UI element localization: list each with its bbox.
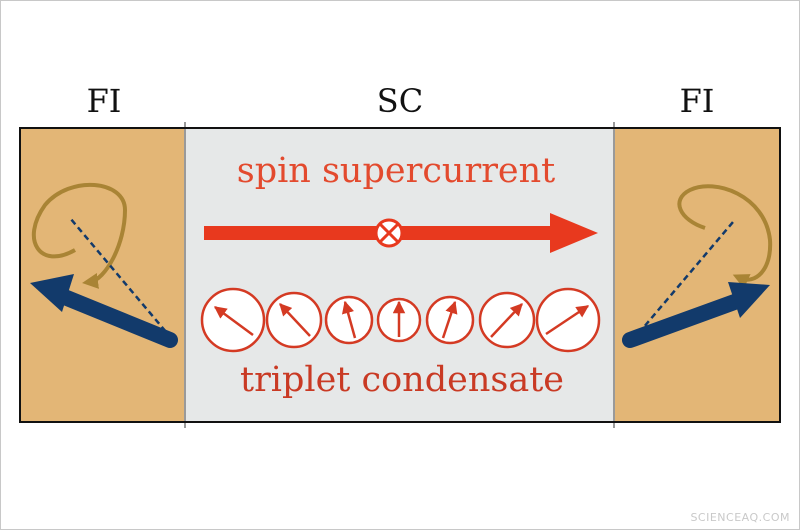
right-precession xyxy=(622,184,773,348)
right-fi-region xyxy=(614,128,780,422)
spin-circle-5 xyxy=(425,295,475,345)
left-precession-loop xyxy=(31,183,128,289)
left-magnetization-arrow xyxy=(54,288,178,348)
right-dashed-axis xyxy=(631,221,734,342)
spin-circle-7 xyxy=(535,287,601,353)
left-precession xyxy=(30,183,178,348)
junction-outline xyxy=(19,127,781,423)
left-fi-label: FI xyxy=(86,82,122,120)
top-caption: spin supercurrent xyxy=(236,151,556,191)
left-dashed-axis xyxy=(69,217,173,340)
spin-circle-6 xyxy=(478,291,536,349)
sc-region xyxy=(185,128,614,422)
watermark: SCIENCEAQ.COM xyxy=(690,511,790,524)
spin-circle-2 xyxy=(265,291,323,349)
bottom-caption: triplet condensate xyxy=(240,360,564,400)
right-precession-loop xyxy=(677,184,773,289)
spin-supercurrent-arrow xyxy=(204,213,598,253)
right-fi-label: FI xyxy=(679,82,715,120)
spin-circles xyxy=(200,287,601,353)
right-magnetization-arrow xyxy=(622,292,748,348)
spin-circle-3 xyxy=(324,295,374,345)
spin-circle-1 xyxy=(200,287,266,353)
spin-circle-4 xyxy=(376,297,422,343)
sc-label: SC xyxy=(376,82,424,120)
